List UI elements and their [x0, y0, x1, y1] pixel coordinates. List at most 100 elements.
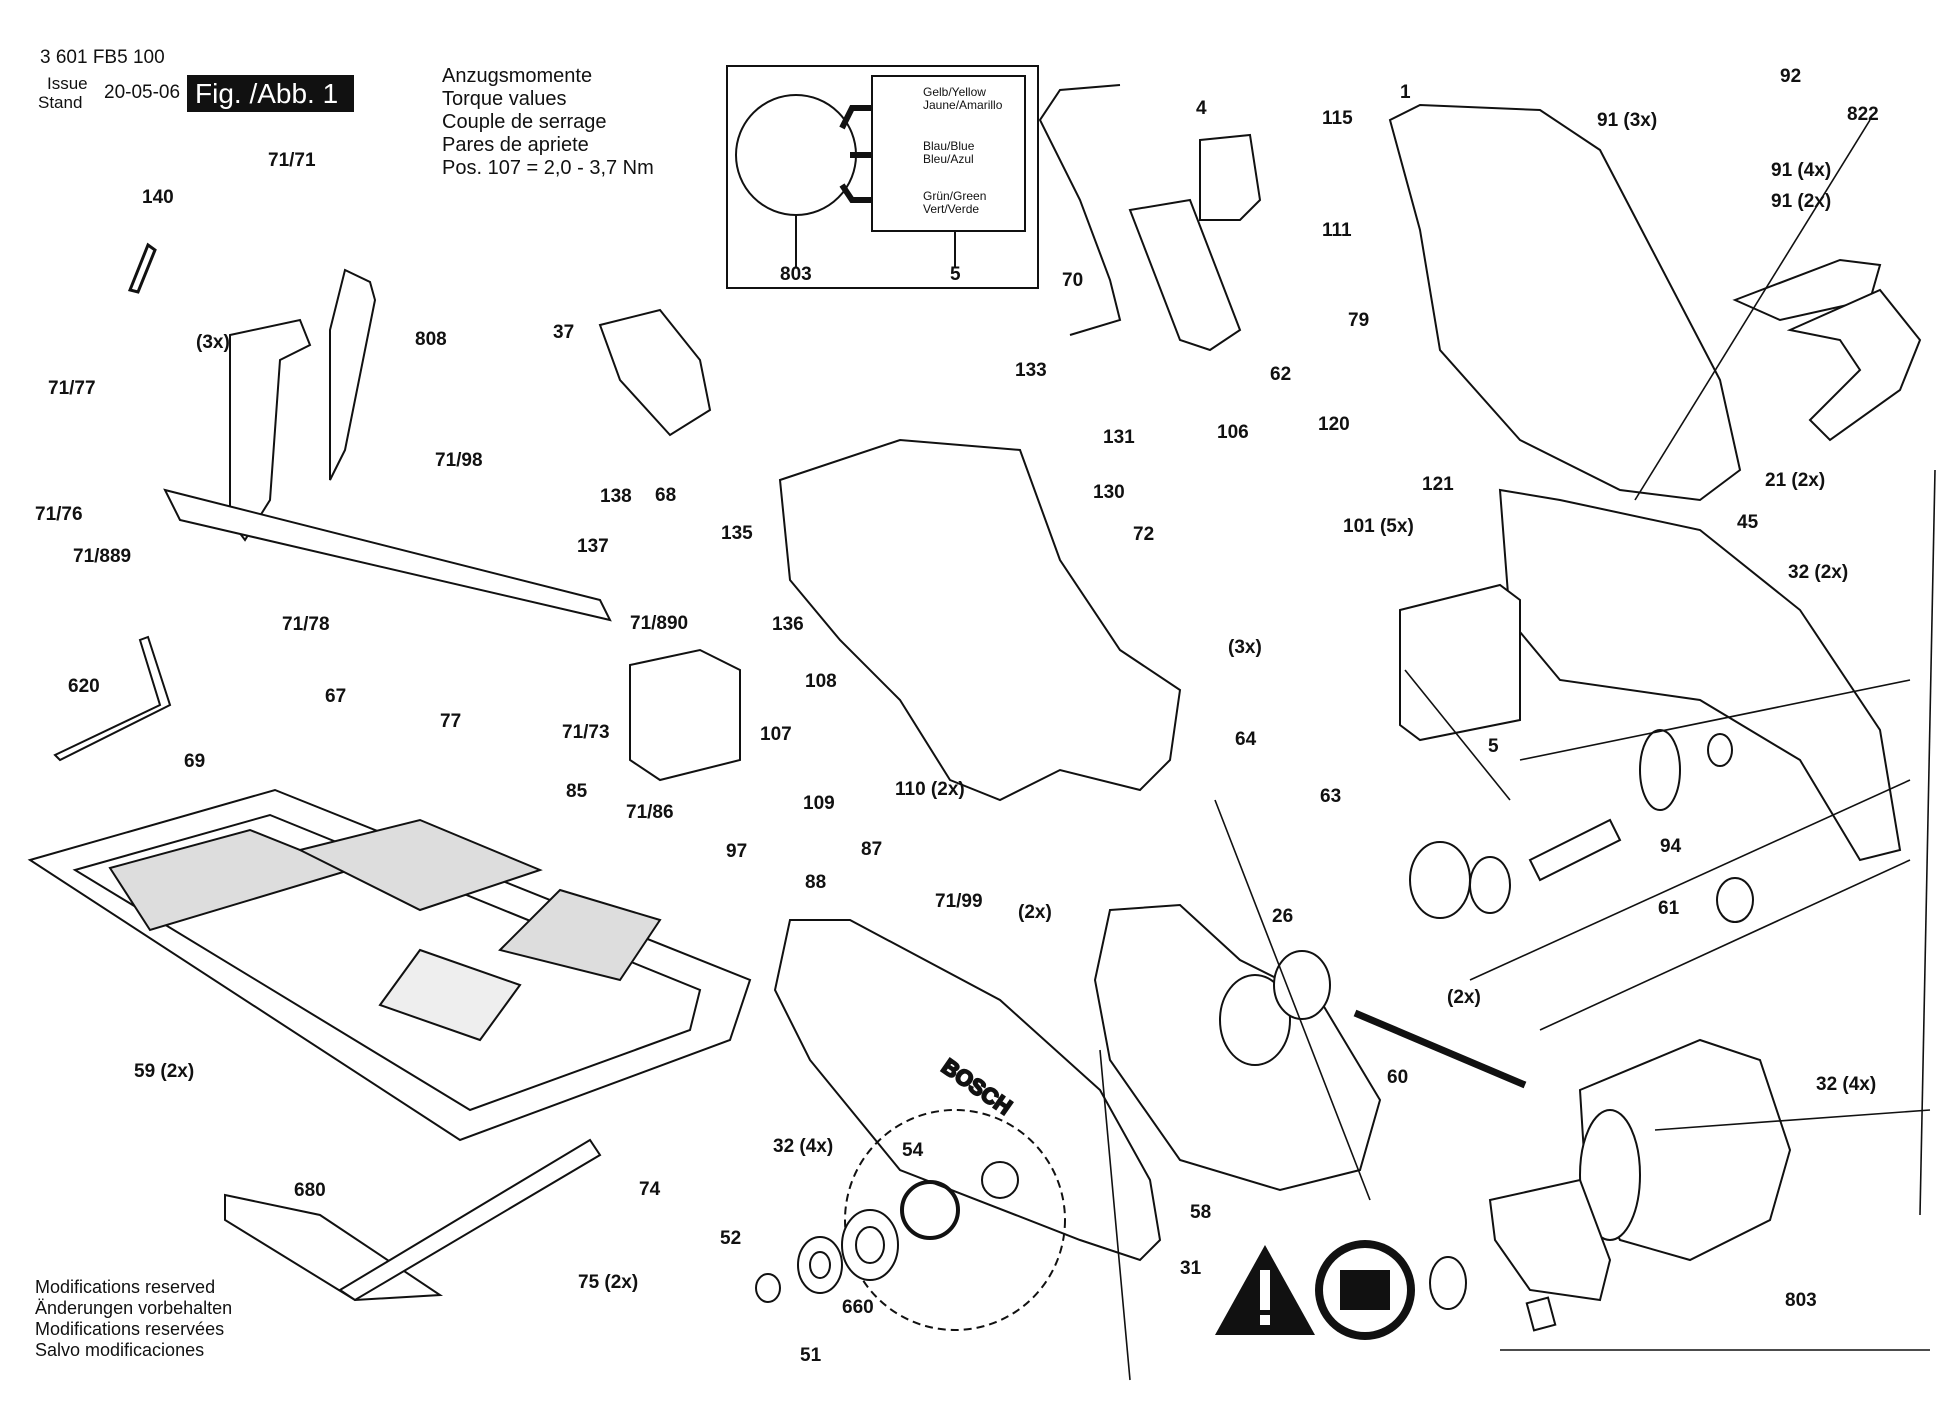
handle — [1732, 258, 1922, 442]
part-label: 109 — [803, 793, 835, 814]
part-number: 3 601 FB5 100 — [40, 47, 165, 68]
part-label: 26 — [1272, 906, 1293, 927]
dust-port — [598, 308, 712, 437]
wire-label: Bleu/Azul — [923, 152, 974, 166]
spring-rod — [1353, 1009, 1527, 1089]
part-label: 71/98 — [435, 450, 483, 471]
torque-values: Anzugsmomente Torque values Couple de se… — [442, 65, 654, 180]
part-label: 71/73 — [562, 722, 610, 743]
torque-line: Pares de apriete — [442, 134, 589, 156]
part-label: 74 — [639, 1179, 661, 1200]
filter — [1399, 583, 1521, 742]
hex-key — [53, 635, 172, 762]
part-label: 803 — [1785, 1290, 1817, 1311]
part-label: 51 — [800, 1345, 822, 1366]
part-label: 85 — [566, 781, 588, 802]
torque-line: Torque values — [442, 88, 567, 110]
part-label: (2x) — [1018, 902, 1052, 923]
modifications-line: Änderungen vorbehalten — [35, 1298, 233, 1318]
lower-blade-guard — [1093, 903, 1382, 1192]
wiring-ref-left: 803 — [780, 264, 812, 285]
issue-date: 20-05-06 — [104, 82, 181, 103]
part-label: 808 — [415, 329, 447, 350]
wire-color-blue: Blau/Blue Bleu/Azul — [923, 140, 974, 166]
part-label: 64 — [1235, 729, 1257, 750]
part-label: 68 — [655, 485, 676, 506]
part-label: 63 — [1320, 786, 1341, 807]
wiring-ref-right: 5 — [950, 264, 961, 285]
part-label: 115 — [1322, 108, 1353, 129]
cable — [1038, 84, 1122, 336]
part-label: 71/78 — [282, 614, 330, 635]
modifications-line: Modifications reserved — [35, 1277, 216, 1297]
part-label: 37 — [553, 322, 574, 343]
part-label: 71/76 — [35, 504, 83, 525]
part-label: 32 (2x) — [1788, 562, 1848, 583]
flanges — [755, 1209, 899, 1303]
wire-label: Jaune/Amarillo — [923, 98, 1003, 112]
part-label: 31 — [1180, 1258, 1202, 1279]
part-label: 62 — [1270, 364, 1291, 385]
part-label: 107 — [760, 724, 792, 745]
part-label: 69 — [184, 751, 205, 772]
modifications-line: Salvo modificaciones — [35, 1340, 205, 1360]
part-label: 680 — [294, 1180, 326, 1201]
part-label: 71/889 — [73, 546, 131, 567]
part-label: 92 — [1780, 66, 1801, 87]
part-label: 138 — [600, 486, 632, 507]
part-label: 71/77 — [48, 378, 96, 399]
blade-guard: BOSCH — [773, 919, 1162, 1262]
part-label: 140 — [142, 187, 174, 208]
saw-blade — [844, 1109, 1066, 1331]
base-plate — [27, 788, 752, 1142]
switch — [1128, 133, 1262, 352]
part-label: 101 (5x) — [1343, 516, 1414, 537]
modifications-line: Modifications reservées — [35, 1319, 225, 1339]
part-label: 136 — [772, 614, 804, 635]
part-label: 660 — [842, 1297, 874, 1318]
part-label: 67 — [325, 686, 346, 707]
torque-line: Pos. 107 = 2,0 - 3,7 Nm — [442, 157, 654, 179]
part-label: 71/99 — [935, 891, 983, 912]
part-label: 60 — [1387, 1067, 1408, 1088]
part-label: 61 — [1658, 898, 1680, 919]
part-label: 97 — [726, 841, 747, 862]
part-label: 71/890 — [630, 613, 688, 634]
part-label: (3x) — [196, 332, 230, 353]
part-label: 1 — [1400, 82, 1411, 103]
motor — [1429, 1038, 1792, 1332]
part-label: 71/86 — [626, 802, 674, 823]
part-label: 120 — [1318, 414, 1350, 435]
part-label: 52 — [720, 1228, 741, 1249]
wire-color-green: Grün/Green Vert/Verde — [923, 190, 986, 216]
drive-parts — [1273, 729, 1754, 1020]
part-label: (3x) — [1228, 637, 1262, 658]
parallel-guide — [224, 1138, 602, 1302]
part-label: 91 (2x) — [1771, 191, 1831, 212]
part-label: 131 — [1103, 427, 1135, 448]
part-label: 110 (2x) — [895, 779, 965, 800]
part-label: 72 — [1133, 524, 1154, 545]
modifications-note: Modifications reserved Änderungen vorbeh… — [35, 1277, 232, 1361]
part-label: 32 (4x) — [1816, 1074, 1876, 1095]
stand-label: Stand — [38, 93, 83, 112]
part-label: 133 — [1015, 360, 1047, 381]
leader-lines — [1099, 119, 1936, 1381]
part-label: 77 — [440, 711, 461, 732]
cover-part — [629, 648, 741, 782]
torque-line: Couple de serrage — [442, 111, 607, 133]
part-label: 4 — [1196, 98, 1207, 119]
part-label: 135 — [721, 523, 753, 544]
manual-symbol — [1315, 1240, 1415, 1340]
wiring-inset — [726, 65, 1039, 289]
part-label: 620 — [68, 676, 100, 697]
part-label: 58 — [1190, 1202, 1211, 1223]
wire-label: Blau/Blue — [923, 139, 975, 153]
part-label: 54 — [902, 1140, 924, 1161]
part-label: 91 (4x) — [1771, 160, 1831, 181]
part-label: 70 — [1062, 270, 1083, 291]
part-label: 71/71 — [268, 150, 316, 171]
